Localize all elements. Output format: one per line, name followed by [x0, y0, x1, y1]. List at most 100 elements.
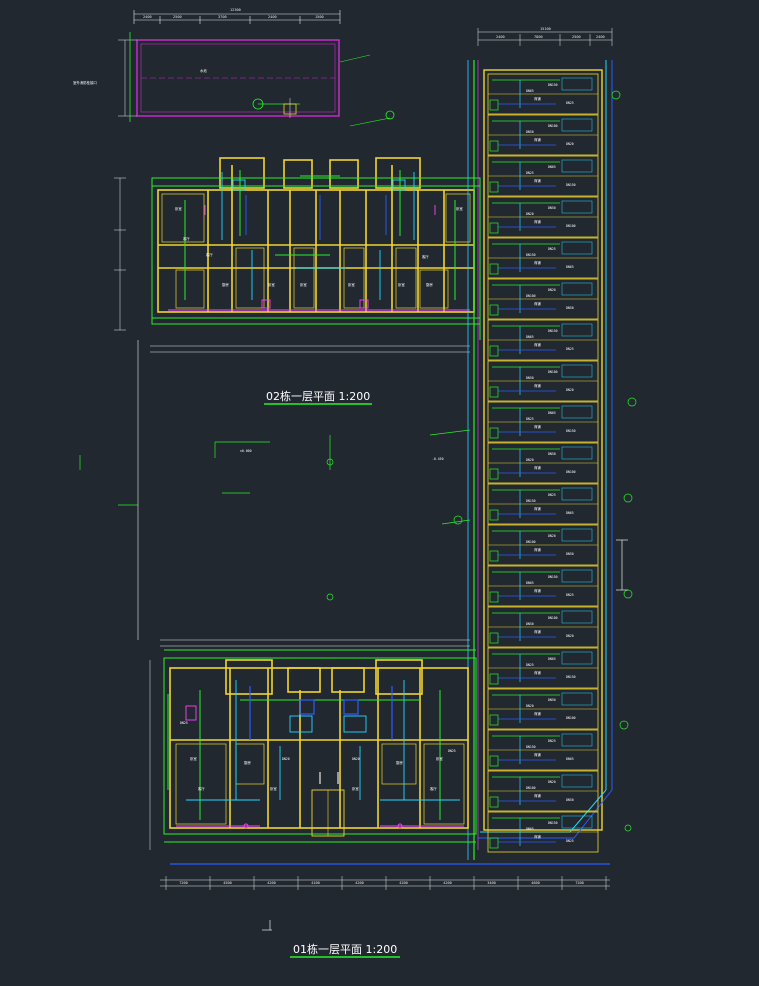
shop-pipe-label: DN25 — [526, 663, 534, 667]
svg-text:卧室: 卧室 — [268, 282, 275, 287]
svg-text:厨房: 厨房 — [396, 760, 403, 765]
top-dim-3: 3700 — [218, 15, 227, 19]
svg-text:DN20: DN20 — [352, 757, 360, 761]
shop-pipe-label: DN65 — [526, 581, 534, 585]
shop-pipe-label: DN25 — [548, 739, 556, 743]
svg-text:卧室: 卧室 — [300, 282, 307, 287]
svg-text:卧室: 卧室 — [190, 756, 197, 761]
shop-pipe-label: DN150 — [548, 83, 558, 87]
shop-pipe-label: DN20 — [526, 212, 534, 216]
shop-pipe-label: DN20 — [566, 388, 574, 392]
shop-pipe-label: DN65 — [548, 411, 556, 415]
svg-text:厨房: 厨房 — [426, 282, 433, 287]
shop-pipe-label: DN100 — [526, 294, 536, 298]
svg-text:厨房: 厨房 — [222, 282, 229, 287]
right-top-dim: 2400 — [596, 35, 605, 39]
top-dim-2: 2500 — [173, 15, 182, 19]
bottom-dim: 4600 — [531, 881, 540, 885]
bottom-dim: 4500 — [223, 881, 232, 885]
svg-text:客厅: 客厅 — [430, 786, 437, 791]
building-02-plan: 卧室 客厅 厨房 卧室 卧室 卧室 卧室 厨房 卧室 客厅 客厅 — [114, 157, 481, 353]
shop-pipe-label: DN25 — [548, 247, 556, 251]
shop-pipe-label: DN100 — [548, 616, 558, 620]
bottom-dim: 4100 — [311, 881, 320, 885]
svg-text:DN20: DN20 — [282, 757, 290, 761]
svg-text:客厅: 客厅 — [422, 254, 429, 259]
shop-pipe-label: DN100 — [566, 224, 576, 228]
shop-pipe-label: DN50 — [548, 698, 556, 702]
shop-pipe-label: DN25 — [566, 101, 574, 105]
shop-label: 商铺 — [534, 629, 541, 634]
shop-pipe-label: DN150 — [566, 675, 576, 679]
shop-pipe-label: DN100 — [548, 370, 558, 374]
shop-units: DN150DN65DN25商铺DN100DN50DN20商铺DN65DN25DN… — [487, 27, 605, 853]
shop-label: 商铺 — [534, 465, 541, 470]
svg-text:客厅: 客厅 — [183, 236, 190, 241]
shop-label: 商铺 — [534, 834, 541, 839]
svg-text:DN25: DN25 — [448, 749, 456, 753]
shop-pipe-label: DN100 — [526, 786, 536, 790]
shop-pipe-label: DN65 — [566, 511, 574, 515]
shop-pipe-label: DN100 — [526, 540, 536, 544]
shop-label: 商铺 — [534, 219, 541, 224]
svg-text:卧室: 卧室 — [352, 786, 359, 791]
site-annotations — [79, 429, 471, 601]
shop-label: 商铺 — [534, 96, 541, 101]
shop-pipe-label: DN65 — [526, 89, 534, 93]
shop-pipe-label: DN20 — [548, 534, 556, 538]
shop-label: 商铺 — [534, 301, 541, 306]
shop-pipe-label: DN25 — [566, 347, 574, 351]
shop-label: 商铺 — [534, 342, 541, 347]
shop-pipe-label: DN50 — [548, 452, 556, 456]
building-02-title: 02栋一层平面 1:200 — [264, 389, 372, 405]
shop-pipe-label: DN150 — [548, 329, 558, 333]
bottom-dim: 4200 — [355, 881, 364, 885]
right-top-dim: 7800 — [534, 35, 543, 39]
shop-pipe-label: DN50 — [526, 130, 534, 134]
pool — [118, 32, 395, 127]
shop-label: 商铺 — [534, 260, 541, 265]
bottom-dim: 4200 — [267, 881, 276, 885]
shop-pipe-label: DN50 — [566, 552, 574, 556]
shop-label: 商铺 — [534, 793, 541, 798]
shop-pipe-label: DN50 — [526, 376, 534, 380]
shop-label: 商铺 — [534, 711, 541, 716]
shop-label: 商铺 — [534, 383, 541, 388]
shop-label: 商铺 — [534, 506, 541, 511]
top-dimension-line — [133, 10, 341, 24]
shop-pipe-label: DN50 — [566, 798, 574, 802]
shop-label: 商铺 — [534, 588, 541, 593]
shop-pipe-label: DN150 — [548, 821, 558, 825]
shop-label: 商铺 — [534, 424, 541, 429]
shop-label: 商铺 — [534, 178, 541, 183]
building-01-plan: 卧室 客厅 厨房 卧室 卧室 厨房 客厅 卧室 DN25 DN20 DN20 D… — [149, 639, 610, 887]
top-dim-5: 1500 — [315, 15, 324, 19]
shop-pipe-label: DN20 — [548, 780, 556, 784]
shop-label: 商铺 — [534, 547, 541, 552]
svg-text:厨房: 厨房 — [244, 760, 251, 765]
shop-pipe-label: DN20 — [526, 704, 534, 708]
right-top-dim: 2500 — [572, 35, 581, 39]
shop-pipe-label: DN150 — [566, 183, 576, 187]
top-dim-total: 12300 — [230, 8, 241, 12]
shop-pipe-label: DN65 — [566, 265, 574, 269]
shop-pipe-label: DN25 — [566, 593, 574, 597]
shop-pipe-label: DN25 — [548, 493, 556, 497]
shop-pipe-label: DN50 — [526, 622, 534, 626]
building-01-title: 01栋一层平面 1:200 — [262, 920, 400, 958]
